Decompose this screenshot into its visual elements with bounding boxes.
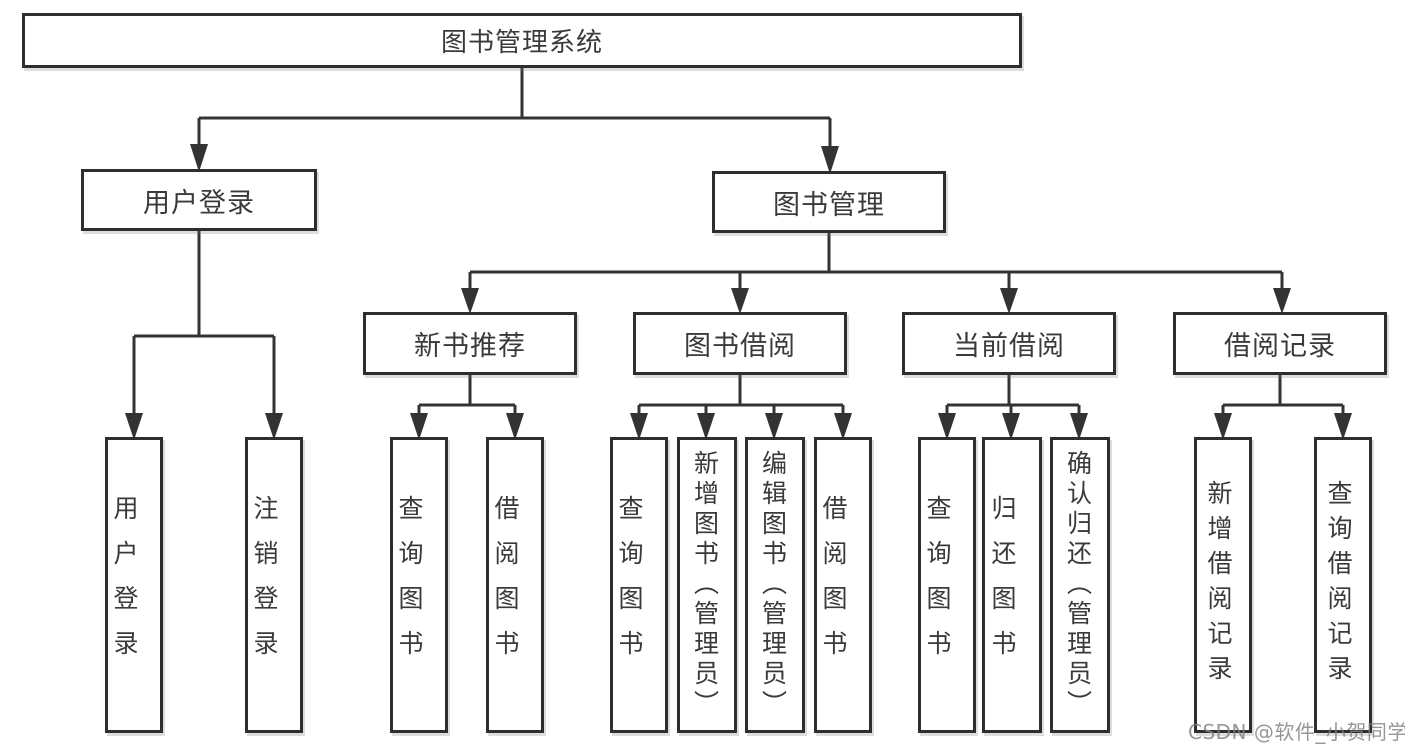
node-borrow-records: 借阅记录 bbox=[1173, 312, 1387, 375]
node-label: 当前借阅 bbox=[953, 331, 1065, 362]
node-label: 查询图书 bbox=[923, 495, 952, 675]
node-label: 用户登录 bbox=[143, 187, 255, 219]
csdn-watermark: CSDN @软件_小贺同学 bbox=[1188, 720, 1405, 744]
node-label: 查询借阅记录 bbox=[1324, 480, 1353, 690]
leaf-borrow-books-recommend: 借阅图书 bbox=[486, 437, 544, 733]
node-label: 确认归还（管理员） bbox=[1063, 450, 1093, 720]
leaf-query-books-recommend: 查询图书 bbox=[390, 437, 448, 733]
leaf-add-book-admin: 新增图书（管理员） bbox=[677, 437, 737, 733]
node-label: 新书推荐 bbox=[414, 331, 526, 362]
node-label: 用户登录 bbox=[110, 495, 139, 675]
node-label: 新增图书（管理员） bbox=[690, 450, 720, 720]
leaf-return-books: 归还图书 bbox=[982, 437, 1042, 733]
node-label: 查询图书 bbox=[615, 495, 644, 675]
leaf-add-borrow-record: 新增借阅记录 bbox=[1194, 437, 1252, 733]
node-label: 编辑图书（管理员） bbox=[758, 450, 788, 720]
leaf-query-books-current: 查询图书 bbox=[918, 437, 976, 733]
node-label: 图书借阅 bbox=[684, 331, 796, 362]
node-label: 借阅图书 bbox=[491, 495, 520, 675]
leaf-user-login: 用户登录 bbox=[105, 437, 163, 733]
leaf-query-books-borrowing: 查询图书 bbox=[610, 437, 668, 733]
node-label: 归还图书 bbox=[988, 495, 1017, 675]
node-label: 查询图书 bbox=[395, 495, 424, 675]
node-book-management: 图书管理 bbox=[712, 171, 946, 233]
leaf-borrow-books: 借阅图书 bbox=[814, 437, 872, 733]
leaf-confirm-return-admin: 确认归还（管理员） bbox=[1050, 437, 1110, 733]
node-label: 新增借阅记录 bbox=[1204, 480, 1233, 690]
arrowheads bbox=[125, 144, 1352, 440]
node-label: 借阅记录 bbox=[1224, 331, 1336, 362]
node-user-login: 用户登录 bbox=[81, 169, 317, 231]
node-current-borrowing: 当前借阅 bbox=[902, 312, 1116, 375]
node-label: 图书管理 bbox=[773, 189, 885, 221]
leaf-query-borrow-record: 查询借阅记录 bbox=[1314, 437, 1372, 733]
node-label: 注销登录 bbox=[250, 495, 279, 675]
node-library-management-system: 图书管理系统 bbox=[22, 13, 1022, 68]
node-label: 图书管理系统 bbox=[440, 28, 603, 58]
leaf-edit-book-admin: 编辑图书（管理员） bbox=[745, 437, 805, 733]
leaf-logout: 注销登录 bbox=[245, 437, 303, 733]
node-new-book-recommend: 新书推荐 bbox=[363, 312, 577, 375]
node-book-borrowing: 图书借阅 bbox=[633, 312, 847, 375]
node-label: 借阅图书 bbox=[819, 495, 848, 675]
